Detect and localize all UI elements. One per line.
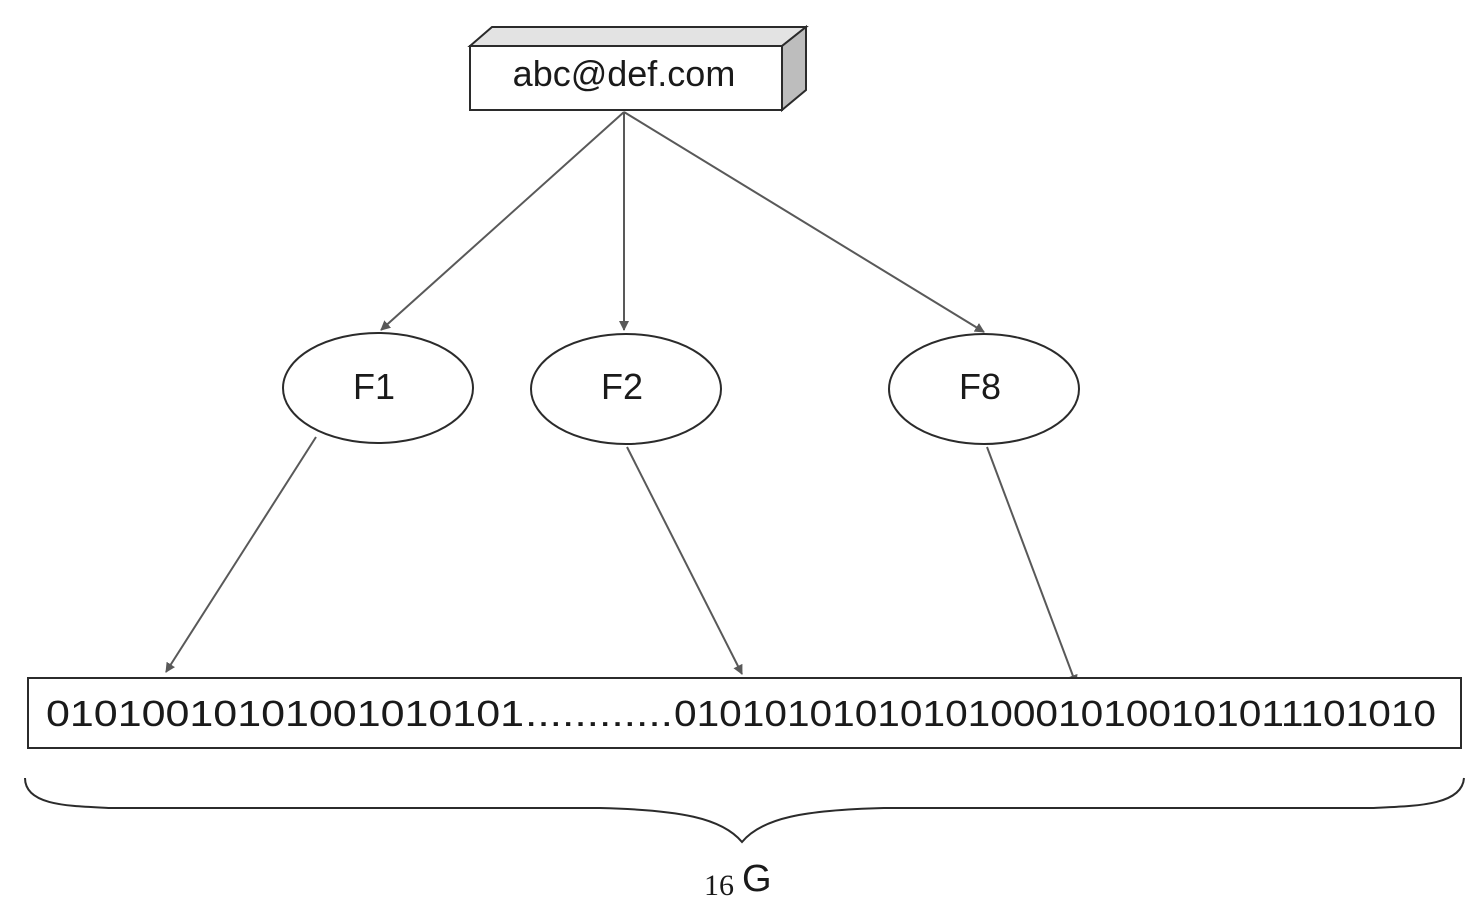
hash-function-f8-ellipse: [888, 333, 1080, 445]
hash-function-f2: F2: [530, 333, 722, 445]
bit-array: 01010010101001010101 ............ 010101…: [27, 677, 1462, 749]
hash-function-f1: F1: [282, 332, 474, 444]
arrow-f8-to-array: [986, 446, 1078, 685]
email-node-top-face: [467, 26, 809, 47]
hash-function-f2-ellipse: [530, 333, 722, 445]
arrow-source-to-f1: [380, 111, 625, 331]
source-to-hash-arrows: [380, 111, 985, 333]
email-node-label: abc@def.com: [513, 53, 736, 94]
arrow-f2-to-array: [626, 446, 743, 675]
hash-function-f1-ellipse: [282, 332, 474, 444]
size-label: 16 G: [704, 858, 772, 902]
hash-function-f8-label: F8: [959, 366, 1001, 407]
hash-function-f8: F8: [888, 333, 1080, 445]
bit-array-box: [27, 677, 1462, 749]
bit-array-left-bits: 01010010101001010101: [46, 693, 524, 734]
arrow-f1-to-array: [165, 436, 317, 673]
bit-array-ellipsis: ............: [525, 693, 673, 734]
hash-function-f2-label: F2: [601, 366, 643, 407]
arrow-source-to-f8: [623, 111, 985, 333]
size-label-unit: G: [742, 858, 772, 900]
email-node: abc@def.com: [467, 24, 809, 113]
size-brace: [24, 777, 1465, 844]
email-node-front-face: [469, 45, 783, 111]
bit-array-right-bits: 0101010101010100010100101011101010: [674, 693, 1436, 734]
size-label-digits: 16: [704, 869, 734, 902]
hash-to-array-arrows: [165, 436, 1078, 685]
hash-function-f1-label: F1: [353, 366, 395, 407]
